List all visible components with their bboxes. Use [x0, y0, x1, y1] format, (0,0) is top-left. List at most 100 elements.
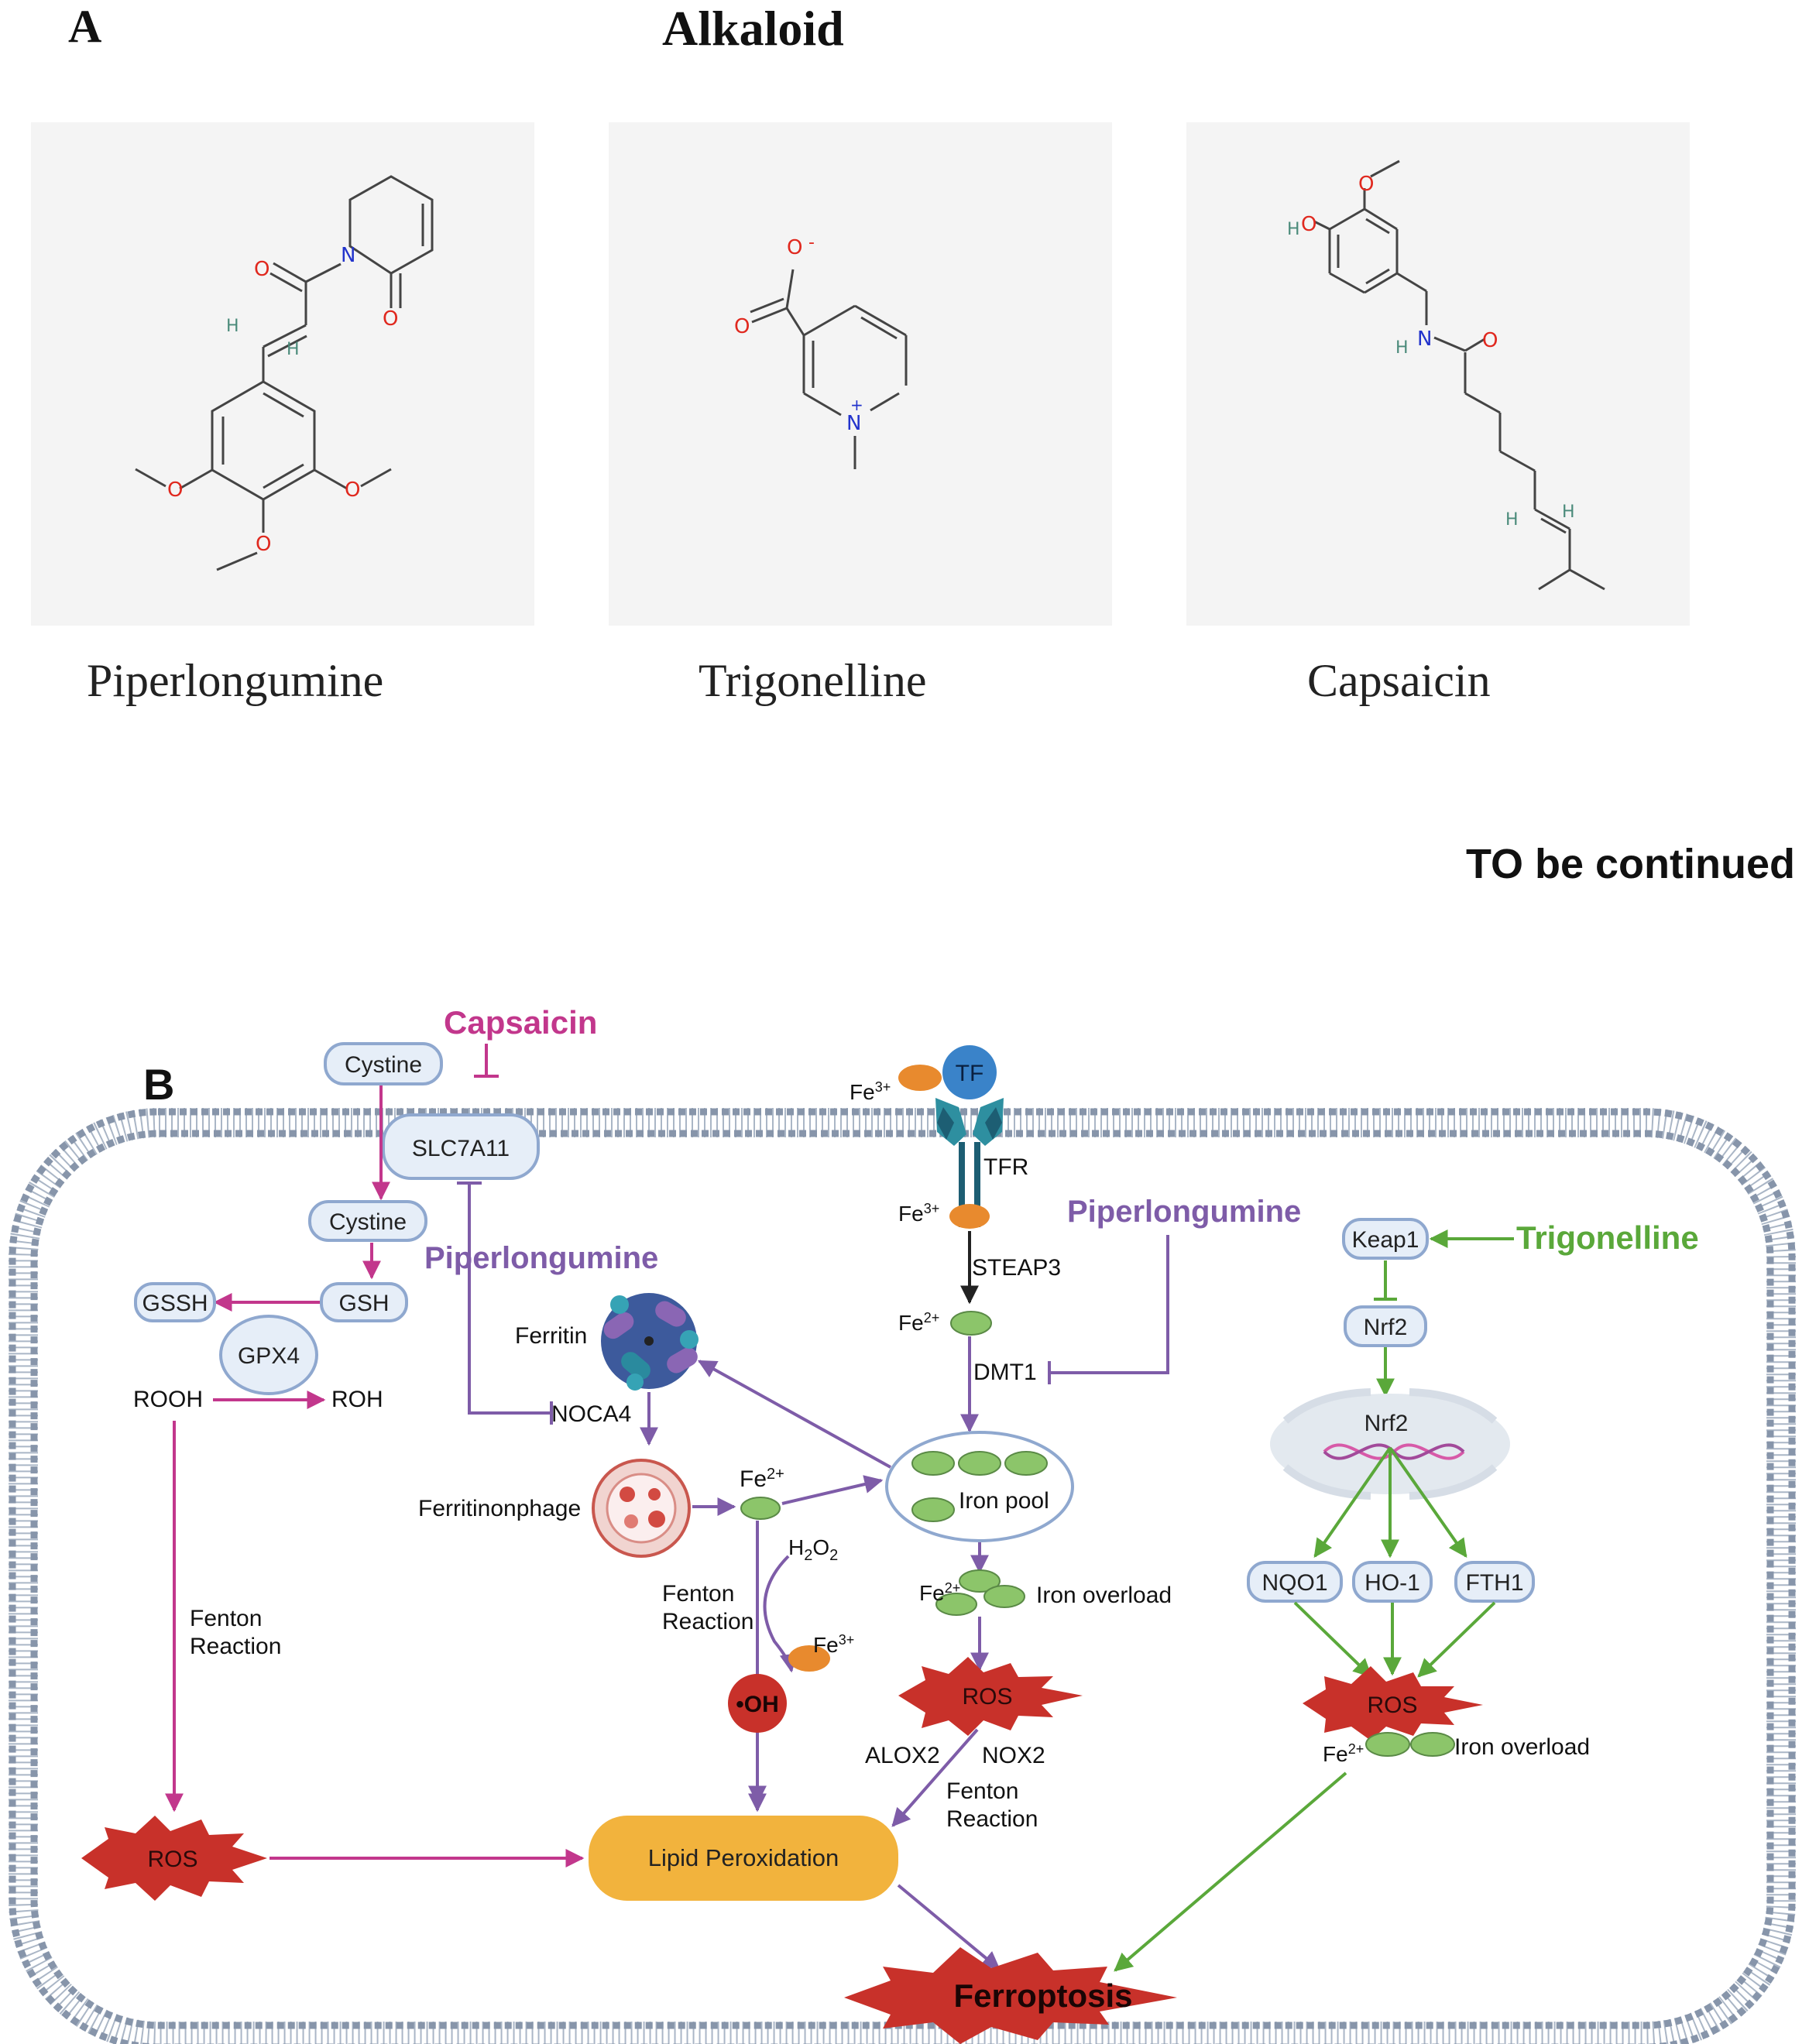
- keap1-node: Keap1: [1342, 1218, 1429, 1260]
- svg-text:GPX4: GPX4: [238, 1343, 300, 1369]
- roh-label: ROH: [331, 1387, 383, 1412]
- svg-text:Fe2+: Fe2+: [898, 1310, 939, 1335]
- cystine-extracellular-node: Cystine: [324, 1042, 443, 1085]
- svg-text:Fe3+: Fe3+: [898, 1201, 939, 1226]
- ferritinophage-label: Ferritinonphage: [418, 1496, 581, 1521]
- svg-text:ROS: ROS: [962, 1684, 1012, 1710]
- continued-note: TO be continued: [1465, 841, 1795, 887]
- svg-text:O: O: [734, 315, 750, 338]
- pool-to-ferritin-arrow: [697, 1360, 891, 1469]
- svg-text:Fe2+: Fe2+: [1323, 1741, 1364, 1766]
- fe2-label: Fe2+: [740, 1466, 784, 1492]
- svg-text:Iron overload: Iron overload: [1036, 1583, 1172, 1608]
- gssh-node: GSSH: [134, 1282, 216, 1322]
- ho1-node: HO-1: [1352, 1561, 1433, 1603]
- hydroxyl-radical-node: •OH: [728, 1674, 787, 1733]
- svg-text:Cystine: Cystine: [329, 1209, 407, 1235]
- svg-text:Iron overload: Iron overload: [1454, 1734, 1590, 1760]
- svg-text:N: N: [341, 244, 355, 267]
- fe3-label: Fe3+: [813, 1632, 854, 1657]
- iron-pool-node: Iron pool: [885, 1431, 1074, 1542]
- ferroptosis-pathway-diagram: B Capsaicin Cystine SLC7A11 Cystine GSH …: [9, 1004, 1796, 2044]
- piperlongumine-label: Piperlongumine: [87, 655, 384, 706]
- piperlongumine-structure: H H O N O O O O: [31, 122, 534, 626]
- dmt1-label: DMT1: [973, 1360, 1037, 1385]
- capsaicin-structure: O H O N H O H H: [1186, 122, 1690, 626]
- nrf2-to-nqo1-arrow: [1313, 1446, 1392, 1558]
- svg-text:Fe3+: Fe3+: [850, 1079, 891, 1104]
- gsh-node: GSH: [320, 1282, 408, 1322]
- fe3-extracellular: Fe3+: [850, 1065, 942, 1104]
- transferrin-tf-node: TF: [942, 1045, 997, 1099]
- panel-b-letter: B: [143, 1060, 174, 1109]
- left-fenton-label-2: Reaction: [190, 1634, 281, 1659]
- fe3-ion-icon: [788, 1645, 830, 1672]
- svg-text:O: O: [1301, 213, 1316, 236]
- ferritin-icon: [601, 1293, 699, 1391]
- panel-a-title: Alkaloid: [662, 1, 844, 56]
- svg-text:Piperlongumine: Piperlongumine: [424, 1241, 658, 1275]
- svg-text:HO-1: HO-1: [1364, 1570, 1420, 1596]
- svg-text:O: O: [256, 533, 271, 556]
- nrf2-to-fth1-arrow: [1389, 1446, 1467, 1558]
- trigonelline-structure: O - O N +: [609, 122, 1112, 626]
- svg-text:O: O: [787, 236, 802, 259]
- trigonelline-label: Trigonelline: [699, 655, 927, 706]
- svg-text:-: -: [808, 233, 815, 252]
- left-fenton-label-1: Fenton: [190, 1606, 262, 1631]
- nqo1-to-ros-arrow: [1293, 1601, 1372, 1678]
- trigonelline-drug: Trigonelline: [1516, 1219, 1699, 1256]
- svg-text:Fe2+: Fe2+: [919, 1580, 960, 1605]
- svg-text:O: O: [383, 307, 398, 331]
- svg-text:NQO1: NQO1: [1261, 1570, 1327, 1596]
- svg-text:Cystine: Cystine: [345, 1052, 422, 1078]
- nox2-label: NOX2: [982, 1743, 1045, 1768]
- svg-text:O: O: [167, 478, 183, 502]
- noca4-label: NOCA4: [551, 1401, 631, 1427]
- svg-text:•OH: •OH: [736, 1692, 779, 1717]
- h2o2-label: H2O2: [788, 1535, 838, 1564]
- svg-text:+: +: [850, 396, 863, 414]
- svg-text:H: H: [226, 317, 239, 336]
- svg-text:N: N: [846, 412, 861, 435]
- svg-text:H: H: [287, 340, 300, 359]
- iron-fenton-label-2: Reaction: [946, 1806, 1038, 1832]
- alox2-label: ALOX2: [865, 1743, 940, 1768]
- svg-text:Trigonelline: Trigonelline: [1516, 1219, 1699, 1256]
- svg-text:Iron pool: Iron pool: [959, 1488, 1049, 1514]
- svg-text:Nrf2: Nrf2: [1364, 1411, 1409, 1436]
- svg-text:Keap1: Keap1: [1352, 1227, 1419, 1253]
- cystine-intracellular-node: Cystine: [308, 1200, 427, 1242]
- svg-text:H: H: [1395, 338, 1409, 358]
- svg-text:O: O: [254, 258, 269, 281]
- svg-text:N: N: [1417, 328, 1432, 351]
- svg-text:ROS: ROS: [1367, 1692, 1417, 1718]
- svg-text:SLC7A11: SLC7A11: [412, 1136, 510, 1161]
- h2o2-curve-arrow: [763, 1555, 798, 1673]
- svg-text:Nrf2: Nrf2: [1364, 1315, 1408, 1340]
- piperlongumine-noca4-inhibition: [468, 1183, 551, 1415]
- panel-a-letter: A: [68, 1, 102, 52]
- svg-text:Lipid Peroxidation: Lipid Peroxidation: [648, 1844, 839, 1871]
- gpx4-node: GPX4: [219, 1315, 318, 1395]
- svg-text:H: H: [1287, 220, 1300, 239]
- svg-text:O: O: [1482, 329, 1498, 352]
- svg-text:GSSH: GSSH: [142, 1291, 208, 1316]
- svg-text:ROS: ROS: [147, 1847, 197, 1872]
- right-iron-overload: Fe2+ Iron overload: [1323, 1732, 1590, 1766]
- svg-text:TF: TF: [956, 1061, 984, 1086]
- piperlongumine-right-drug: Piperlongumine: [1067, 1195, 1301, 1229]
- fe2-to-iron-pool-arrow: [781, 1475, 884, 1505]
- svg-text:O: O: [1358, 173, 1374, 196]
- iron-overload-cluster: Fe2+ Iron overload: [919, 1569, 1172, 1616]
- ferroptosis-burst: Ferroptosis: [844, 1947, 1177, 2044]
- fe2-cytosolic: Fe2+: [898, 1310, 992, 1336]
- capsaicin-drug: Capsaicin: [444, 1004, 597, 1078]
- capsaicin-label: Capsaicin: [1307, 655, 1491, 706]
- middle-ros-burst: ROS: [898, 1657, 1083, 1736]
- tfr-receptor-icon: [935, 1098, 1004, 1227]
- svg-text:O: O: [345, 478, 360, 502]
- ferritin-label: Ferritin: [515, 1323, 587, 1349]
- nrf2-cytosolic-node: Nrf2: [1344, 1305, 1427, 1347]
- nqo1-node: NQO1: [1247, 1561, 1343, 1603]
